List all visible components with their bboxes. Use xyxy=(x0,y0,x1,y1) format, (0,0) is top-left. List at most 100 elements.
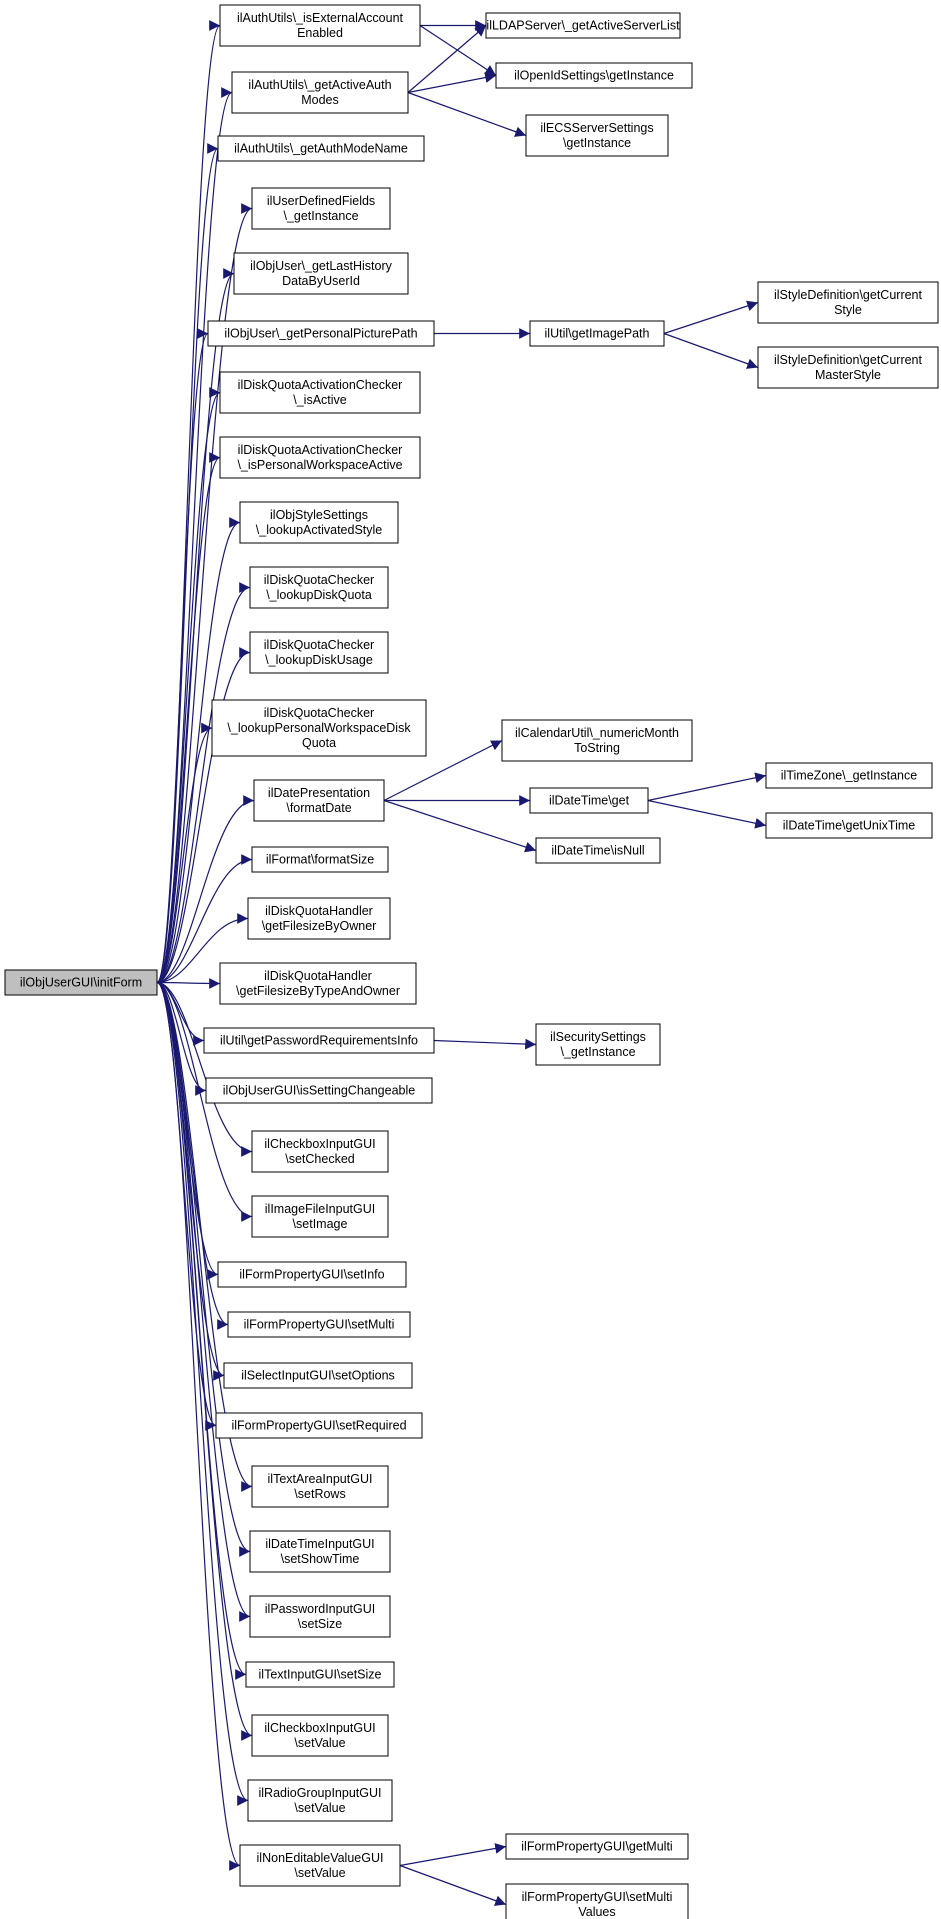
node-n_dqa_pws[interactable]: ilDiskQuotaActivationChecker\_isPersonal… xyxy=(219,436,421,479)
node-n_picpath[interactable]: ilObjUser\_getPersonalPicturePath xyxy=(207,320,435,347)
edge-root-to-n_dq_usage xyxy=(156,647,251,984)
node-n_dq_pwsq[interactable]: ilDiskQuotaChecker\_lookupPersonalWorksp… xyxy=(211,699,427,757)
node-n_dt_isnull[interactable]: ilDateTime\isNull xyxy=(535,837,661,864)
node-label: Modes xyxy=(301,93,339,107)
node-box xyxy=(251,187,391,230)
node-n_rg_value[interactable]: ilRadioGroupInputGUI\setValue xyxy=(247,1779,393,1822)
edge-root-to-n_rg_value xyxy=(156,981,249,1806)
edge-n_pwreq-to-n_secsettings xyxy=(433,1038,537,1050)
node-label: ilTimeZone\_getInstance xyxy=(781,769,917,783)
node-box xyxy=(217,135,425,162)
node-n_stylesettings[interactable]: ilObjStyleSettings\_lookupActivatedStyle xyxy=(239,501,399,544)
node-n_fp_info[interactable]: ilFormPropertyGUI\setInfo xyxy=(217,1261,407,1288)
node-box xyxy=(251,1465,389,1508)
node-label: \_getInstance xyxy=(560,1045,635,1059)
node-label: ilImageFileInputGUI xyxy=(265,1202,375,1216)
node-n_udf[interactable]: ilUserDefinedFields\_getInstance xyxy=(251,187,391,230)
node-label: ilDateTime\isNull xyxy=(551,844,644,858)
node-n_dqh_type[interactable]: ilDiskQuotaHandler\getFilesizeByTypeAndO… xyxy=(219,962,417,1005)
edge-n_getactive-to-n_openid xyxy=(407,72,497,94)
node-n_dqh_owner[interactable]: ilDiskQuotaHandler\getFilesizeByOwner xyxy=(247,897,391,940)
node-n_getauthname[interactable]: ilAuthUtils\_getAuthModeName xyxy=(217,135,425,162)
node-n_formatdate[interactable]: ilDatePresentation\formatDate xyxy=(253,779,385,822)
node-n_pwreq[interactable]: ilUtil\getPasswordRequirementsInfo xyxy=(203,1027,435,1054)
edge-root-to-n_pw_size xyxy=(156,981,251,1622)
node-n_fp_getmulti[interactable]: ilFormPropertyGUI\getMulti xyxy=(505,1833,689,1860)
node-n_pw_size[interactable]: ilPasswordInputGUI\setSize xyxy=(249,1595,391,1638)
edge-root-to-n_getactive xyxy=(156,87,233,984)
node-label: ilFormPropertyGUI\setRequired xyxy=(231,1419,406,1433)
node-n_fp_req[interactable]: ilFormPropertyGUI\setRequired xyxy=(215,1412,423,1439)
node-box xyxy=(253,779,385,822)
node-label: Enabled xyxy=(297,26,343,40)
node-box xyxy=(251,1195,389,1238)
node-n_openid[interactable]: ilOpenIdSettings\getInstance xyxy=(495,62,693,89)
node-label: \getFilesizeByTypeAndOwner xyxy=(236,984,400,998)
node-label: ilCalendarUtil\_numericMonth xyxy=(515,726,679,740)
node-n_ecs[interactable]: ilECSServerSettings\getInstance xyxy=(525,114,669,157)
node-box xyxy=(525,114,669,157)
node-n_dt_show[interactable]: ilDateTimeInputGUI\setShowTime xyxy=(249,1530,391,1573)
node-label: ilObjStyleSettings xyxy=(270,508,368,522)
node-box xyxy=(203,1027,435,1054)
edge-n_ne_value-to-n_fp_getmulti xyxy=(399,1843,507,1867)
node-n_ne_value[interactable]: ilNonEditableValueGUI\setValue xyxy=(239,1844,401,1887)
node-n_changeable[interactable]: ilObjUserGUI\isSettingChangeable xyxy=(205,1077,433,1104)
node-n_fp_multi[interactable]: ilFormPropertyGUI\setMulti xyxy=(227,1311,411,1338)
node-box xyxy=(249,1530,391,1573)
node-n_ta_rows[interactable]: ilTextAreaInputGUI\setRows xyxy=(251,1465,389,1508)
node-n_txt_size[interactable]: ilTextInputGUI\setSize xyxy=(245,1661,395,1688)
node-label: ilECSServerSettings xyxy=(540,121,653,135)
node-label: ilObjUser\_getPersonalPicturePath xyxy=(224,327,417,341)
node-box xyxy=(219,4,421,47)
node-label: \_isActive xyxy=(293,393,347,407)
node-box xyxy=(233,252,409,295)
node-box xyxy=(251,1714,389,1757)
node-n_sel_opts[interactable]: ilSelectInputGUI\setOptions xyxy=(223,1362,413,1389)
edge-n_imgpath-to-n_style_master xyxy=(663,332,759,369)
node-label: \_lookupDiskUsage xyxy=(265,653,373,667)
node-label: ilObjUserGUI\isSettingChangeable xyxy=(223,1084,416,1098)
node-n_dq_quota[interactable]: ilDiskQuotaChecker\_lookupDiskQuota xyxy=(249,566,389,609)
node-n_formatsize[interactable]: ilFormat\formatSize xyxy=(251,846,389,873)
node-n_img_set[interactable]: ilImageFileInputGUI\setImage xyxy=(251,1195,389,1238)
edge-root-to-n_ta_rows xyxy=(156,981,253,1492)
node-label: ilTextInputGUI\setSize xyxy=(259,1668,382,1682)
edge-n_dt_get-to-n_tz xyxy=(647,772,767,802)
edge-n_ne_value-to-n_fp_setmultival xyxy=(399,1864,507,1906)
node-root[interactable]: ilObjUserGUI\initForm xyxy=(4,969,158,996)
node-label: \setShowTime xyxy=(281,1552,360,1566)
node-n_secsettings[interactable]: ilSecuritySettings\_getInstance xyxy=(535,1023,661,1066)
node-n_dq_usage[interactable]: ilDiskQuotaChecker\_lookupDiskUsage xyxy=(249,631,389,674)
edge-root-to-n_getauthname xyxy=(156,143,219,984)
node-n_cb_value[interactable]: ilCheckboxInputGUI\setValue xyxy=(251,1714,389,1757)
node-box xyxy=(251,846,389,873)
node-label: \setValue xyxy=(294,1866,345,1880)
node-label: ilAuthUtils\_isExternalAccount xyxy=(237,11,404,25)
node-n_dqa_active[interactable]: ilDiskQuotaActivationChecker\_isActive xyxy=(219,371,421,414)
node-n_ldap[interactable]: ilLDAPServer\_getActiveServerList xyxy=(485,12,681,39)
edge-root-to-n_cb_checked xyxy=(156,981,253,1157)
node-n_cb_checked[interactable]: ilCheckboxInputGUI\setChecked xyxy=(251,1130,389,1173)
edge-root-to-n_dqh_type xyxy=(156,978,221,989)
edge-root-to-n_dq_pwsq xyxy=(156,722,213,984)
node-label: ilLDAPServer\_getActiveServerList xyxy=(486,19,680,33)
node-n_imgpath[interactable]: ilUtil\getImagePath xyxy=(529,320,665,347)
edge-root-to-n_img_set xyxy=(156,981,253,1222)
node-box xyxy=(247,897,391,940)
node-n_unix[interactable]: ilDateTime\getUnixTime xyxy=(765,812,933,839)
node-label: \_lookupPersonalWorkspaceDisk xyxy=(227,721,411,735)
edge-n_imgpath-to-n_style_cur xyxy=(663,300,759,335)
node-label: ilObjUserGUI\initForm xyxy=(20,976,142,990)
node-n_tz[interactable]: ilTimeZone\_getInstance xyxy=(765,762,933,789)
node-n_dt_get[interactable]: ilDateTime\get xyxy=(529,787,649,814)
edge-root-to-n_dt_show xyxy=(156,981,251,1557)
